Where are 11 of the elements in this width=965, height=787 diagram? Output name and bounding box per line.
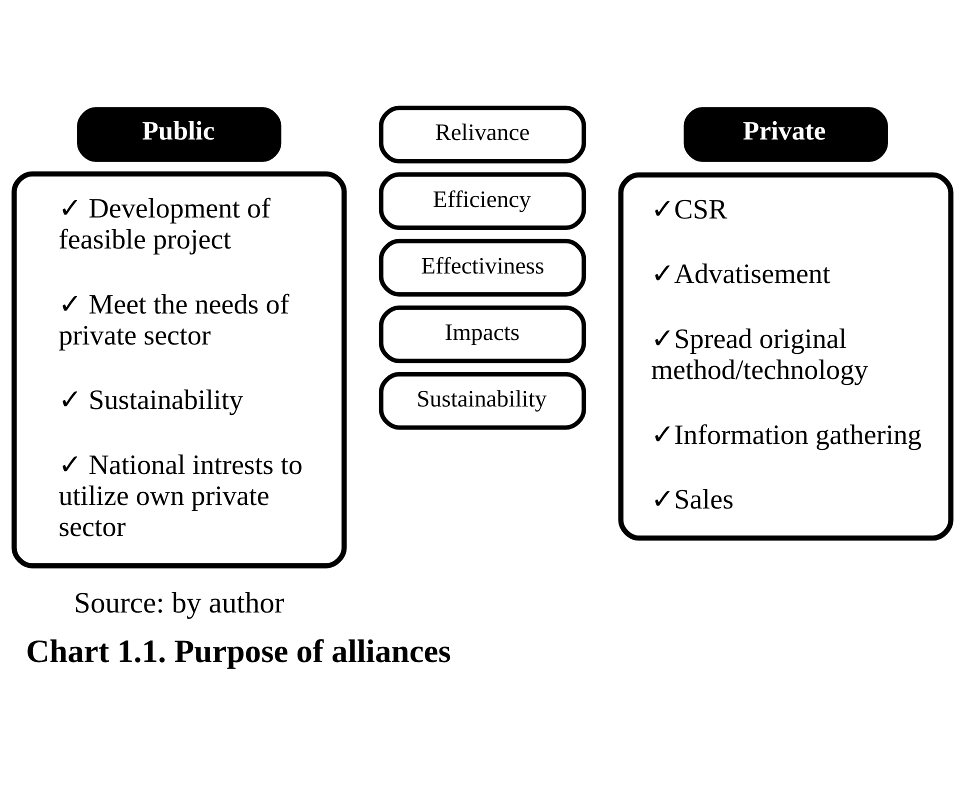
- node-box: Relivance: [378, 106, 586, 164]
- node-box: Public: [77, 107, 282, 162]
- node-box: Private: [684, 107, 888, 162]
- node-box: Efficiency: [378, 172, 586, 230]
- node-box: ✓ Development of feasible project ✓ Meet the needs of private sector ✓ Sustainability ✓ National intrests to utilize own private sector: [12, 171, 347, 568]
- node-box: ✓CSR ✓Advatisement ✓Spread original method/technology ✓Information gathering ✓Sales: [618, 172, 954, 541]
- node-box: Sustainability: [378, 372, 586, 430]
- caption: Chart 1.1. Purpose of alliances: [26, 634, 451, 670]
- node-box: Impacts: [378, 305, 586, 364]
- label: Source: by author: [74, 587, 284, 620]
- node-box: Effectiviness: [378, 238, 586, 297]
